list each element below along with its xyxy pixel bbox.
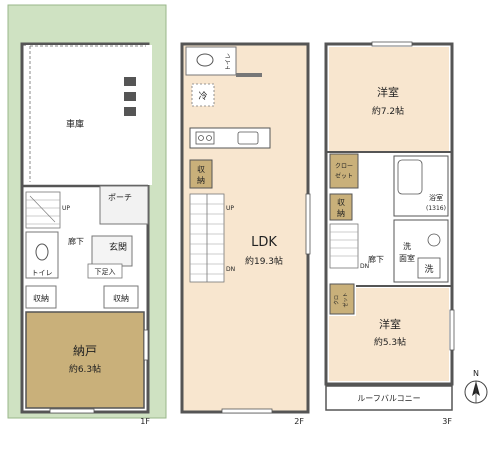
closet-room-size: 約6.3帖 — [69, 363, 101, 375]
washbasin-icon — [427, 233, 441, 247]
room-b — [356, 288, 449, 381]
bath-size: (1316) — [426, 205, 446, 212]
shoe-storage-label: 下足入 — [95, 268, 116, 276]
roof-balcony — [325, 385, 453, 411]
entrance-label: 玄関 — [109, 241, 127, 253]
garage-label: 車庫 — [66, 118, 84, 130]
toilet-label-1f: トイレ — [32, 269, 53, 277]
room-b-size: 約5.3帖 — [374, 336, 406, 348]
roof-balcony-label: ルーフバルコニー — [357, 394, 420, 403]
window-2f-right — [305, 193, 311, 255]
bath-label: 浴室 — [429, 193, 443, 202]
closet-room-label: 納戸 — [73, 344, 97, 358]
fridge-space — [191, 83, 215, 107]
stairs-up-label-2f: UP — [226, 205, 234, 212]
hall-label-1f: 廊下 — [68, 236, 84, 246]
storage-label-3f-a: 収 — [337, 197, 345, 207]
room-a-size: 約7.2帖 — [372, 105, 404, 117]
storage-left-1f — [25, 285, 57, 309]
ldk-label: LDK — [251, 235, 277, 250]
garage-windows — [124, 77, 136, 116]
hall-label-3f: 廊下 — [368, 254, 384, 264]
porch-label: ポーチ — [108, 193, 132, 202]
shoe-storage — [87, 263, 123, 279]
closet-small-label-a: クロ — [334, 295, 340, 305]
fridge-label: 冷 — [198, 90, 207, 102]
floor-3: 洋室 約7.2帖 クロー ゼット 収 納 浴室 (1316) 洗 面室 洗 DN… — [324, 41, 455, 426]
stove-icon — [195, 131, 215, 145]
floor-2: トイレ 冷 収 納 UP DN LDK 約19.3帖 2F — [180, 42, 311, 426]
bathtub-icon — [397, 159, 423, 195]
storage-right-1f — [103, 285, 139, 309]
room-b-label: 洋室 — [379, 317, 401, 331]
storage-label-2f-b: 納 — [197, 175, 205, 185]
window-3f-right — [449, 309, 455, 351]
room-a-label: 洋室 — [377, 85, 399, 99]
floor-label-3f: 3F — [442, 417, 452, 426]
window-1f-bottom — [49, 408, 95, 414]
washer-label: 洗 — [424, 263, 433, 275]
storage-label-2f-a: 収 — [197, 164, 205, 174]
stairs-3f — [329, 223, 359, 269]
window-3f-top — [371, 41, 413, 47]
window-2f-bottom — [221, 408, 273, 414]
closet-small-label-b: ゼット — [342, 292, 349, 307]
closet-label-3f-a: クロー — [335, 163, 353, 170]
washer-space — [417, 257, 441, 279]
toilet-label-2f: トイレ — [225, 53, 232, 71]
entrance-area — [91, 235, 133, 267]
storage-left-label-1f: 収納 — [33, 293, 49, 303]
closet-3f — [329, 153, 359, 189]
storage-label-3f-b: 納 — [337, 208, 345, 218]
toilet-bowl-icon — [35, 243, 49, 261]
ldk-size: 約19.3帖 — [245, 255, 283, 267]
stairs-dn-label-2f: DN — [226, 266, 235, 273]
closet-room — [25, 311, 145, 409]
storage-3f — [329, 193, 353, 221]
closet-label-3f-b: ゼット — [335, 172, 353, 180]
stairs-2f — [189, 193, 225, 283]
compass-north-label: N — [473, 369, 479, 378]
storage-2f — [189, 159, 213, 189]
floor-1: 車庫 ポーチ UP 廊下 玄関 下足入 トイレ 収納 収納 納戸 約6.3帖 — [7, 4, 167, 426]
closet-small-3f — [329, 283, 355, 315]
porch-area — [99, 185, 149, 225]
storage-right-label-1f: 収納 — [113, 293, 129, 303]
stairs-up-label-1f: UP — [62, 205, 70, 212]
washroom-label-a: 洗 — [403, 241, 411, 251]
compass-icon — [464, 380, 488, 404]
stairs-dn-label-3f: DN — [360, 263, 369, 270]
washroom-label-b: 面室 — [399, 253, 415, 263]
floor-label-1f: 1F — [140, 417, 150, 426]
sink-icon — [237, 131, 259, 145]
stairs-1f — [25, 191, 61, 229]
toilet-bowl-icon-2f — [196, 53, 214, 67]
window-1f-right — [143, 329, 149, 361]
room-a — [329, 47, 449, 151]
floor-label-2f: 2F — [294, 417, 304, 426]
